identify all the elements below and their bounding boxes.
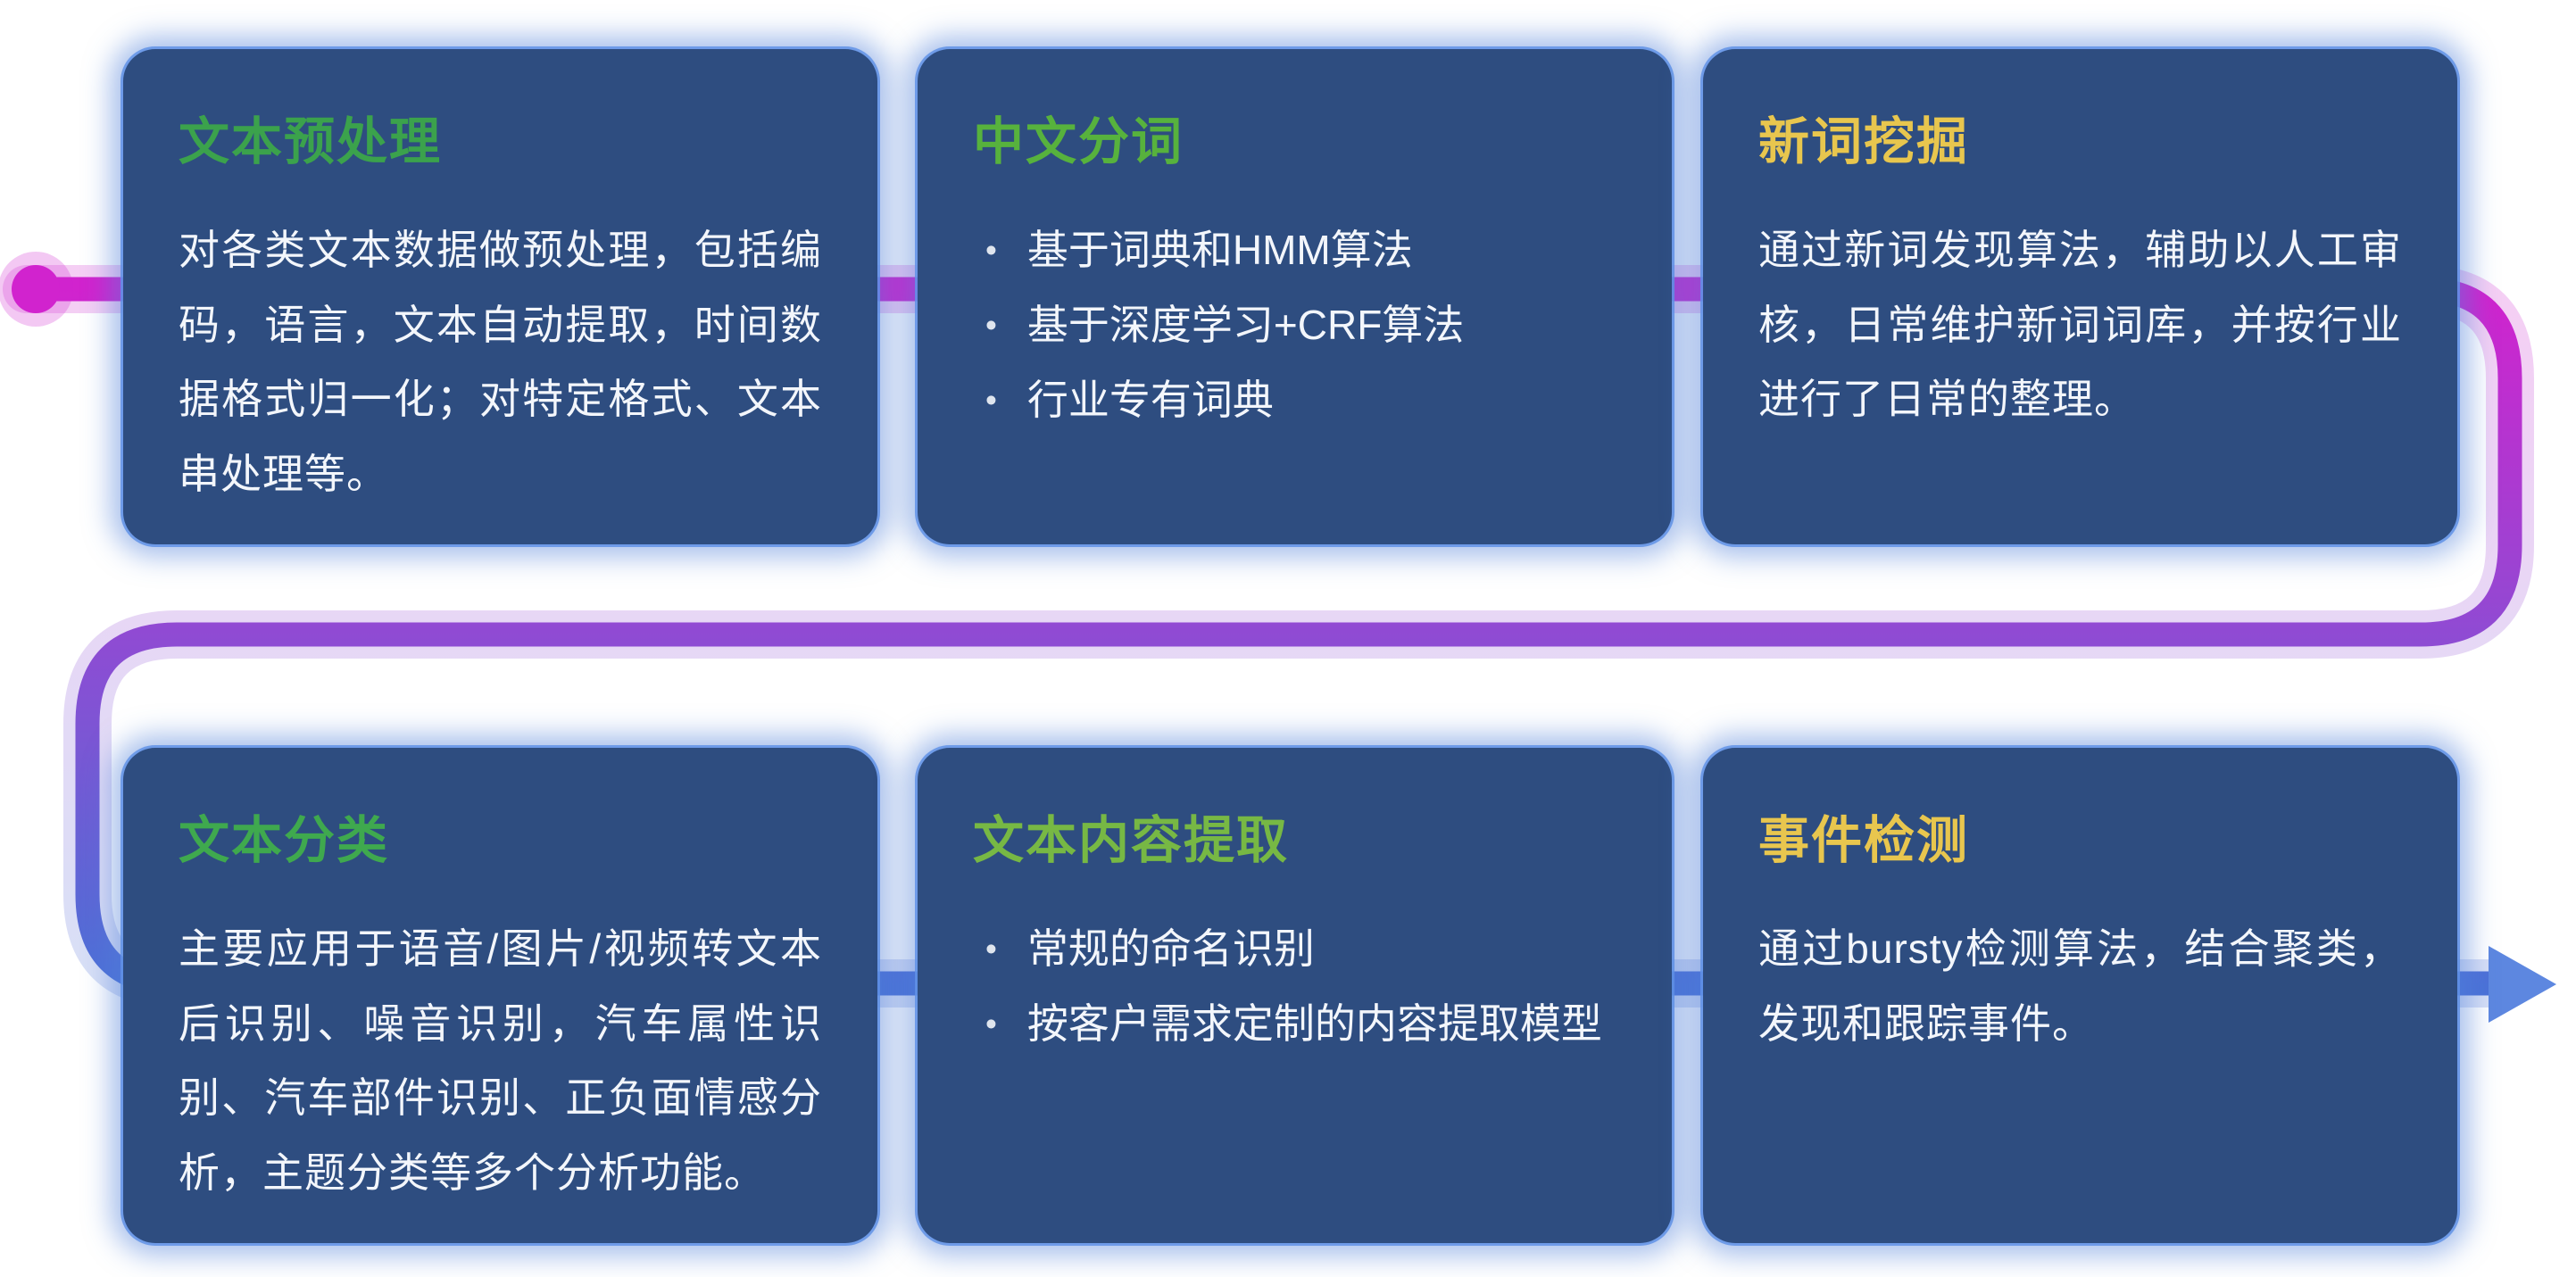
card-body: 主要应用于语音/图片/视频转文本后识别、噪音识别，汽车属性识别、汽车部件识别、正… xyxy=(179,925,822,1197)
bullet-list: • 基于词典和HMM算法 • 基于深度学习+CRF算法 • 行业专有词典 xyxy=(973,213,1616,438)
bullet-text: 基于词典和HMM算法 xyxy=(1026,227,1413,273)
card-event-detection: 事件检测 通过bursty检测算法，结合聚类，发现和跟踪事件。 xyxy=(1703,748,2457,1243)
flow-start-dot xyxy=(12,265,60,313)
card-chinese-word-segmentation: 中文分词 • 基于词典和HMM算法 • 基于深度学习+CRF算法 • 行业专有词… xyxy=(918,49,1672,544)
bullet-text: 按客户需求定制的内容提取模型 xyxy=(1026,999,1602,1047)
card-text-content-extraction: 文本内容提取 • 常规的命名识别 • 按客户需求定制的内容提取模型 xyxy=(918,748,1672,1243)
card-body: 通过bursty检测算法，结合聚类，发现和跟踪事件。 xyxy=(1758,925,2402,1047)
bullet-item: • 行业专有词典 xyxy=(985,363,1616,438)
bullet-dot-icon: • xyxy=(985,381,997,419)
bullet-list: • 常规的命名识别 • 按客户需求定制的内容提取模型 xyxy=(973,912,1616,1062)
card-title: 事件检测 xyxy=(1758,812,1969,869)
flow-arrow-icon xyxy=(2489,946,2556,1023)
bullet-text: 行业专有词典 xyxy=(1026,376,1274,423)
card-title: 文本分类 xyxy=(179,812,389,869)
flow-path xyxy=(14,277,2522,996)
card-text-preprocessing: 文本预处理 对各类文本数据做预处理，包括编码，语言，文本自动提取，时间数据格式归… xyxy=(123,49,877,544)
bullet-dot-icon: • xyxy=(985,1005,997,1042)
bullet-item: • 基于深度学习+CRF算法 xyxy=(985,288,1616,363)
bullet-dot-icon: • xyxy=(985,931,997,967)
bullet-dot-icon: • xyxy=(985,306,997,344)
card-text-classification: 文本分类 主要应用于语音/图片/视频转文本后识别、噪音识别，汽车属性识别、汽车部… xyxy=(123,748,877,1243)
card-title: 文本内容提取 xyxy=(973,812,1289,869)
card-new-word-mining: 新词挖掘 通过新词发现算法，辅助以人工审核，日常维护新词词库，并按行业进行了日常… xyxy=(1703,49,2457,544)
card-body: 通过新词发现算法，辅助以人工审核，日常维护新词词库，并按行业进行了日常的整理。 xyxy=(1758,227,2402,423)
bullet-item: • 常规的命名识别 xyxy=(985,912,1616,987)
card-title: 中文分词 xyxy=(973,113,1184,170)
bullet-dot-icon: • xyxy=(985,232,997,269)
bullet-item: • 按客户需求定制的内容提取模型 xyxy=(985,987,1616,1062)
bullet-text: 常规的命名识别 xyxy=(1026,925,1315,972)
card-title: 新词挖掘 xyxy=(1758,113,1969,170)
card-title: 文本预处理 xyxy=(179,113,442,170)
bullet-text: 基于深度学习+CRF算法 xyxy=(1026,301,1465,348)
card-body: 对各类文本数据做预处理，包括编码，语言，文本自动提取，时间数据格式归一化；对特定… xyxy=(179,227,822,498)
bullet-item: • 基于词典和HMM算法 xyxy=(985,213,1616,288)
